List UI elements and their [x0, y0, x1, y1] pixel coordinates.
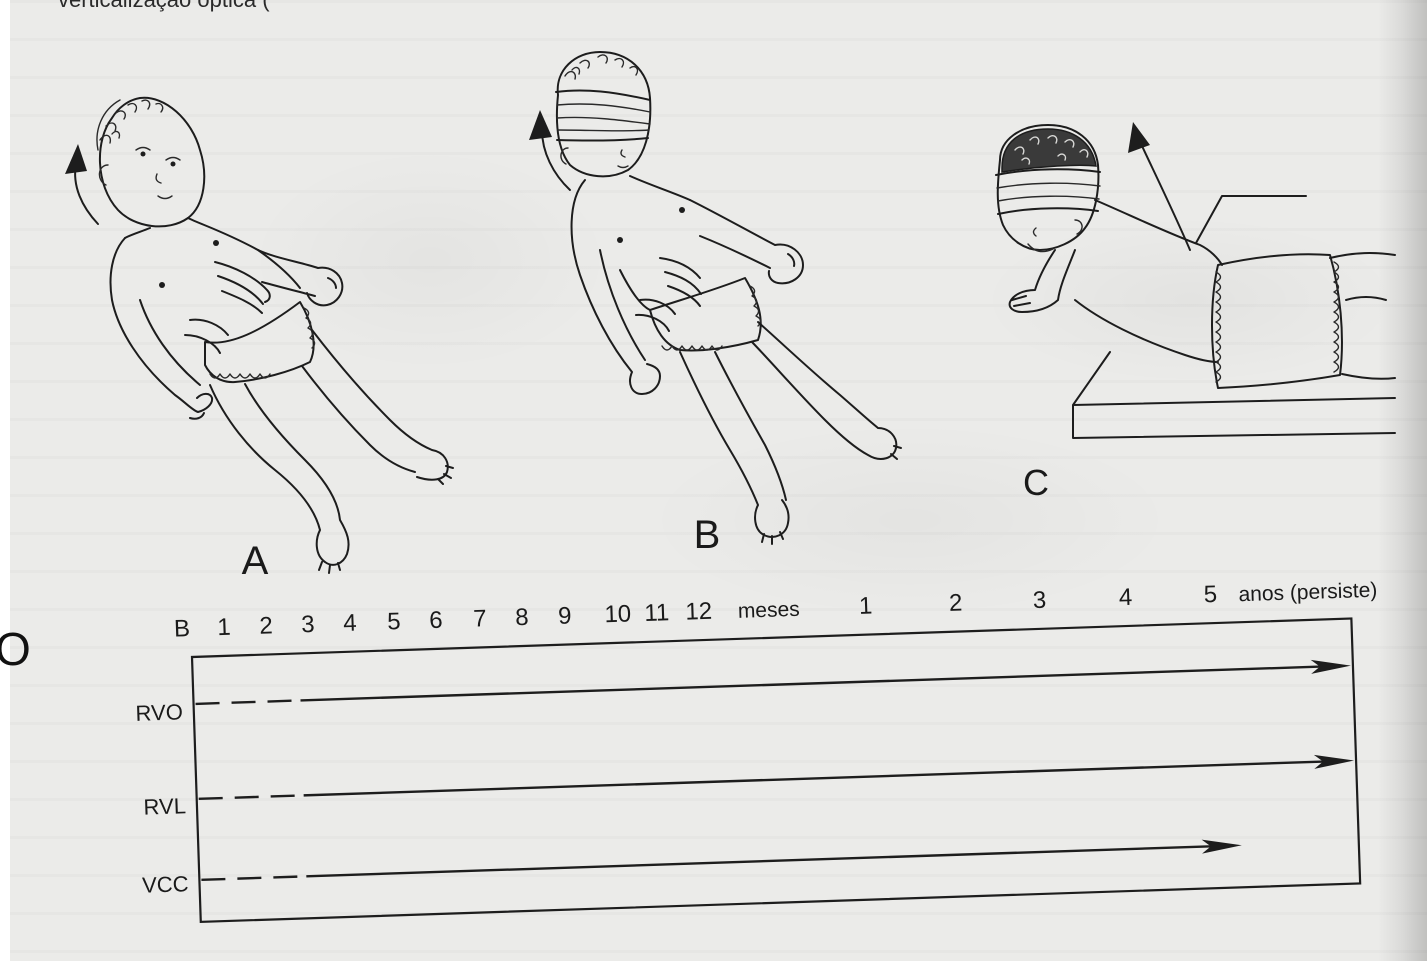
month-tick: 10 [604, 600, 632, 628]
infant-b-diaper [650, 278, 761, 351]
infant-a-tilt-arrow [75, 164, 98, 224]
infant-a-diaper [205, 302, 314, 382]
infant-c-arrowhead [1128, 122, 1150, 153]
infant-a-right-leg [302, 330, 453, 484]
infant-c-tilt-arrow [1142, 146, 1190, 250]
infant-b-diaper-frill [662, 286, 761, 350]
year-tick: 3 [1032, 587, 1046, 614]
examination-table [1073, 352, 1395, 438]
infant-a-eye [141, 152, 146, 157]
infant-a-head [100, 98, 204, 227]
infant-a-illustration: A [65, 98, 453, 583]
row-solid-segment-rvo [300, 667, 1320, 701]
infant-c-diaper [1212, 254, 1342, 388]
infant-a-hair [97, 100, 163, 150]
row-dashed-segment-rvo [196, 700, 301, 703]
row-dashed-segment-rvl [199, 795, 304, 798]
infant-b-head [557, 52, 650, 176]
infant-a-nipple [159, 282, 165, 288]
row-dashed-segment-vcc [201, 876, 306, 879]
infant-c-body [1075, 200, 1222, 362]
years-unit-label: anos (persiste) [1238, 579, 1378, 607]
month-tick: 2 [259, 612, 273, 639]
row-solid-segment-rvl [304, 762, 1324, 796]
infant-b-right-leg [752, 322, 901, 459]
row-label-rvl: RVL [143, 793, 186, 819]
year-tick: 1 [859, 592, 873, 619]
infant-c-leader-line [1196, 196, 1306, 243]
figure-label-b: B [694, 513, 721, 557]
months-unit-label: meses [737, 598, 800, 623]
month-tick: 6 [429, 607, 443, 634]
month-tick: 7 [473, 605, 487, 632]
infant-c-blindfold-wraps [997, 183, 1100, 201]
examiner-hands-b [636, 258, 701, 331]
figure-label-a: A [242, 539, 269, 583]
infant-c-legs [1330, 253, 1395, 379]
infant-c-blindfold [996, 169, 1100, 214]
infant-b-right-arm [690, 200, 803, 283]
infant-b-illustration: B [529, 52, 901, 557]
infant-b-arrowhead [529, 110, 552, 140]
year-tick: 4 [1118, 584, 1132, 611]
month-tick: 4 [343, 610, 357, 637]
infant-c-arms [1010, 250, 1075, 312]
infant-b-nipple [679, 207, 685, 213]
month-tick: 8 [515, 604, 529, 631]
infant-a-face [99, 148, 180, 199]
infant-a-torso [125, 218, 300, 288]
infant-b-blindfold-wraps [557, 104, 650, 131]
month-tick: 11 [644, 599, 670, 627]
infant-a-left-arm [111, 238, 213, 419]
month-tick: 1 [217, 614, 231, 641]
infant-c-diaper-frill [1216, 262, 1339, 382]
row-label-rvo: RVO [135, 699, 183, 726]
month-tick: 9 [558, 602, 572, 629]
month-tick: 3 [301, 611, 315, 638]
infant-b-nipple [617, 237, 623, 243]
infant-b-left-arm [572, 180, 660, 394]
infant-a-nipple [213, 240, 219, 246]
infant-a-left-leg [210, 384, 349, 573]
row-solid-segment-vcc [306, 846, 1212, 876]
month-tick: 12 [685, 598, 713, 626]
timeline-frame [192, 619, 1360, 922]
year-tick: 2 [949, 589, 963, 616]
row-label-vcc: VCC [142, 871, 189, 898]
figure-label-c: C [1023, 462, 1049, 503]
infant-b-blindfold [556, 90, 650, 140]
month-tick: 5 [387, 608, 401, 635]
infant-a-eye [171, 162, 176, 167]
year-tick: 5 [1203, 581, 1217, 608]
examiner-hands-a [185, 262, 270, 353]
infant-a-arrowhead [65, 144, 87, 174]
month-tick: B [174, 615, 191, 643]
infant-c-illustration: C [996, 122, 1395, 503]
